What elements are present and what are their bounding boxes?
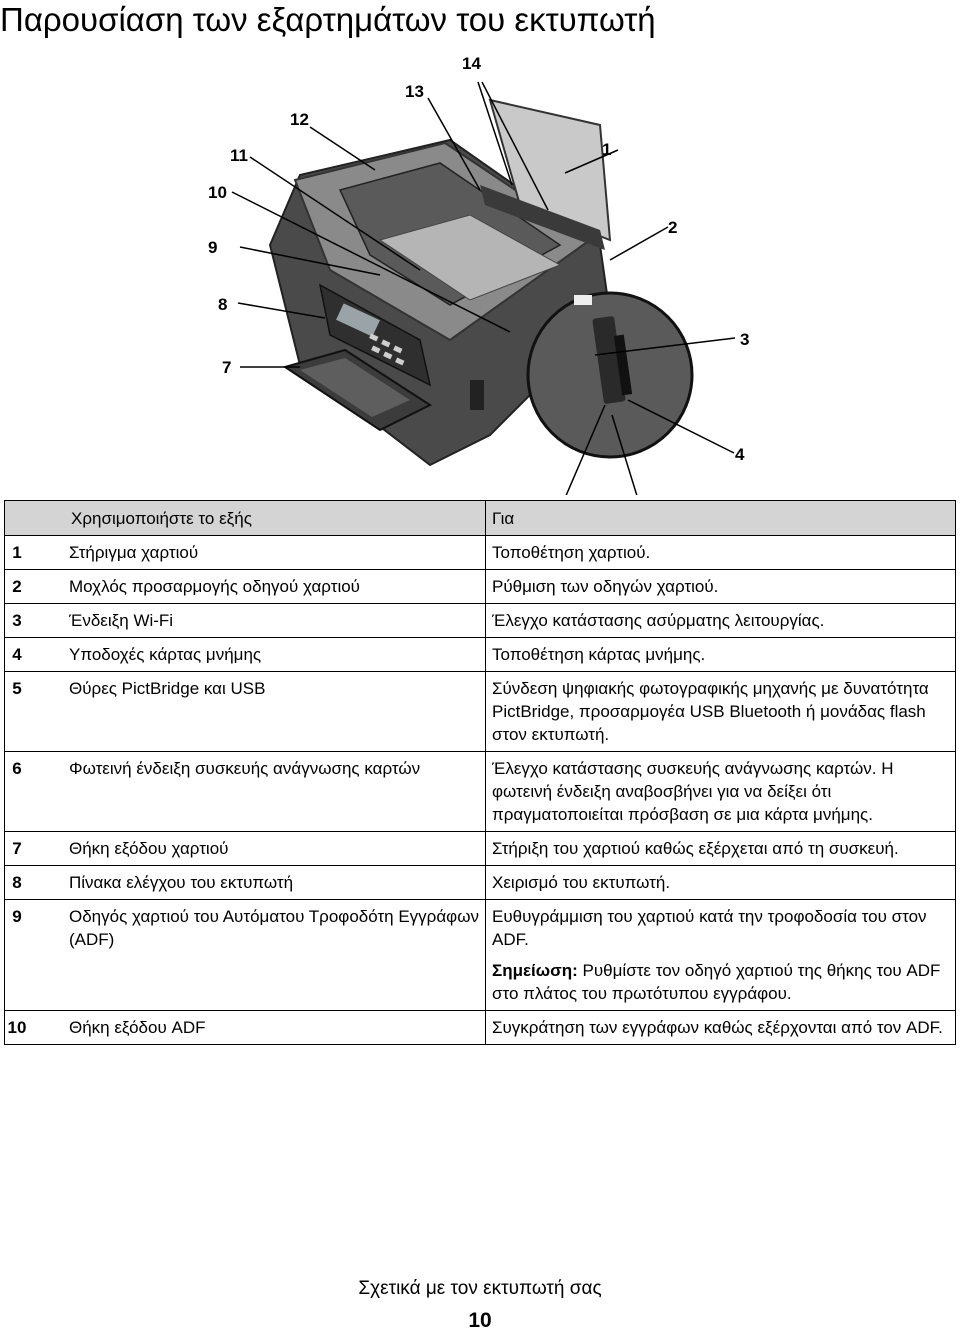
table-row: 1 Στήριγμα χαρτιού Τοποθέτηση χαρτιού. bbox=[4, 535, 956, 570]
row-part: Ένδειξη Wi-Fi bbox=[29, 603, 486, 638]
parts-table: Χρησιμοποιήστε το εξής Για 1 Στήριγμα χα… bbox=[4, 500, 956, 1045]
row-part: Οδηγός χαρτιού του Αυτόματου Τροφοδότη Ε… bbox=[29, 899, 486, 1011]
callout-4: 4 bbox=[735, 445, 745, 464]
page-title: Παρουσίαση των εξαρτημάτων του εκτυπωτή bbox=[0, 1, 656, 38]
row-number: 6 bbox=[4, 751, 29, 832]
printer-illustration: 1 2 3 4 5 6 7 8 9 10 11 12 13 14 bbox=[208, 55, 749, 495]
table-row: 9 Οδηγός χαρτιού του Αυτόματου Τροφοδότη… bbox=[4, 899, 956, 1011]
row-number: 8 bbox=[4, 865, 29, 900]
callout-11: 11 bbox=[230, 146, 248, 165]
callout-13: 13 bbox=[405, 82, 424, 101]
row-purpose: Τοποθέτηση κάρτας μνήμης. bbox=[485, 637, 956, 672]
table-row: 6 Φωτεινή ένδειξη συσκευής ανάγνωσης καρ… bbox=[4, 751, 956, 832]
row-purpose: Έλεγχο κατάστασης συσκευής ανάγνωσης καρ… bbox=[485, 751, 956, 832]
row-number: 10 bbox=[4, 1010, 29, 1045]
table-row: 7 Θήκη εξόδου χαρτιού Στήριξη του χαρτιο… bbox=[4, 831, 956, 866]
callout-7: 7 bbox=[222, 358, 231, 377]
row-number: 1 bbox=[4, 535, 29, 570]
callout-9: 9 bbox=[208, 238, 217, 257]
row-number: 9 bbox=[4, 899, 29, 1011]
row-number: 7 bbox=[4, 831, 29, 866]
row-number: 3 bbox=[4, 603, 29, 638]
header-use: Χρησιμοποιήστε το εξής bbox=[29, 500, 486, 536]
row-part: Θήκη εξόδου χαρτιού bbox=[29, 831, 486, 866]
table-row: 8 Πίνακα ελέγχου του εκτυπωτή Χειρισμό τ… bbox=[4, 865, 956, 900]
callout-8: 8 bbox=[218, 295, 227, 314]
row-purpose: Έλεγχο κατάστασης ασύρματης λειτουργίας. bbox=[485, 603, 956, 638]
row-purpose-text: Ευθυγράμμιση του χαρτιού κατά την τροφοδ… bbox=[492, 907, 927, 949]
row-purpose: Ευθυγράμμιση του χαρτιού κατά την τροφοδ… bbox=[485, 899, 956, 1011]
table-row: 10 Θήκη εξόδου ADF Συγκράτηση των εγγράφ… bbox=[4, 1010, 956, 1045]
row-part: Στήριγμα χαρτιού bbox=[29, 535, 486, 570]
header-number-cell bbox=[4, 500, 29, 536]
callout-3: 3 bbox=[740, 330, 749, 349]
callout-2: 2 bbox=[668, 218, 677, 237]
row-part: Θύρες PictBridge και USB bbox=[29, 671, 486, 752]
row-number: 2 bbox=[4, 569, 29, 604]
row-part: Μοχλός προσαρμογής οδηγού χαρτιού bbox=[29, 569, 486, 604]
row-part: Φωτεινή ένδειξη συσκευής ανάγνωσης καρτώ… bbox=[29, 751, 486, 832]
row-number: 4 bbox=[4, 637, 29, 672]
note-label: Σημείωση: bbox=[492, 961, 578, 980]
callout-1: 1 bbox=[602, 140, 611, 159]
control-display bbox=[336, 303, 380, 337]
callout-14: 14 bbox=[462, 55, 481, 73]
callout-10: 10 bbox=[208, 183, 227, 202]
row-number: 5 bbox=[4, 671, 29, 752]
adf-output-tray bbox=[378, 214, 562, 301]
row-part: Υποδοχές κάρτας μνήμης bbox=[29, 637, 486, 672]
header-for: Για bbox=[485, 500, 956, 536]
table-row: 2 Μοχλός προσαρμογής οδηγού χαρτιού Ρύθμ… bbox=[4, 569, 956, 604]
table-row: 4 Υποδοχές κάρτας μνήμης Τοποθέτηση κάρτ… bbox=[4, 637, 956, 672]
row-purpose: Σύνδεση ψηφιακής φωτογραφικής μηχανής με… bbox=[485, 671, 956, 752]
row-purpose: Συγκράτηση των εγγράφων καθώς εξέρχονται… bbox=[485, 1010, 956, 1045]
callout-12: 12 bbox=[290, 110, 309, 129]
note-text: Ρυθμίστε τον οδηγό χαρτιού της θήκης του… bbox=[492, 961, 941, 1003]
row-purpose: Χειρισμό του εκτυπωτή. bbox=[485, 865, 956, 900]
row-purpose: Τοποθέτηση χαρτιού. bbox=[485, 535, 956, 570]
table-row: 5 Θύρες PictBridge και USB Σύνδεση ψηφια… bbox=[4, 671, 956, 752]
note-paragraph: Σημείωση: Ρυθμίστε τον οδηγό χαρτιού της… bbox=[492, 959, 951, 1005]
table-header-row: Χρησιμοποιήστε το εξής Για bbox=[4, 500, 956, 536]
row-purpose: Ρύθμιση των οδηγών χαρτιού. bbox=[485, 569, 956, 604]
table-row: 3 Ένδειξη Wi-Fi Έλεγχο κατάστασης ασύρμα… bbox=[4, 603, 956, 638]
row-part: Θήκη εξόδου ADF bbox=[29, 1010, 486, 1045]
row-part: Πίνακα ελέγχου του εκτυπωτή bbox=[29, 865, 486, 900]
footer-section-title: Σχετικά με τον εκτυπωτή σας bbox=[358, 1278, 602, 1299]
row-purpose: Στήριξη του χαρτιού καθώς εξέρχεται από … bbox=[485, 831, 956, 866]
page-number: 10 bbox=[468, 1309, 492, 1332]
